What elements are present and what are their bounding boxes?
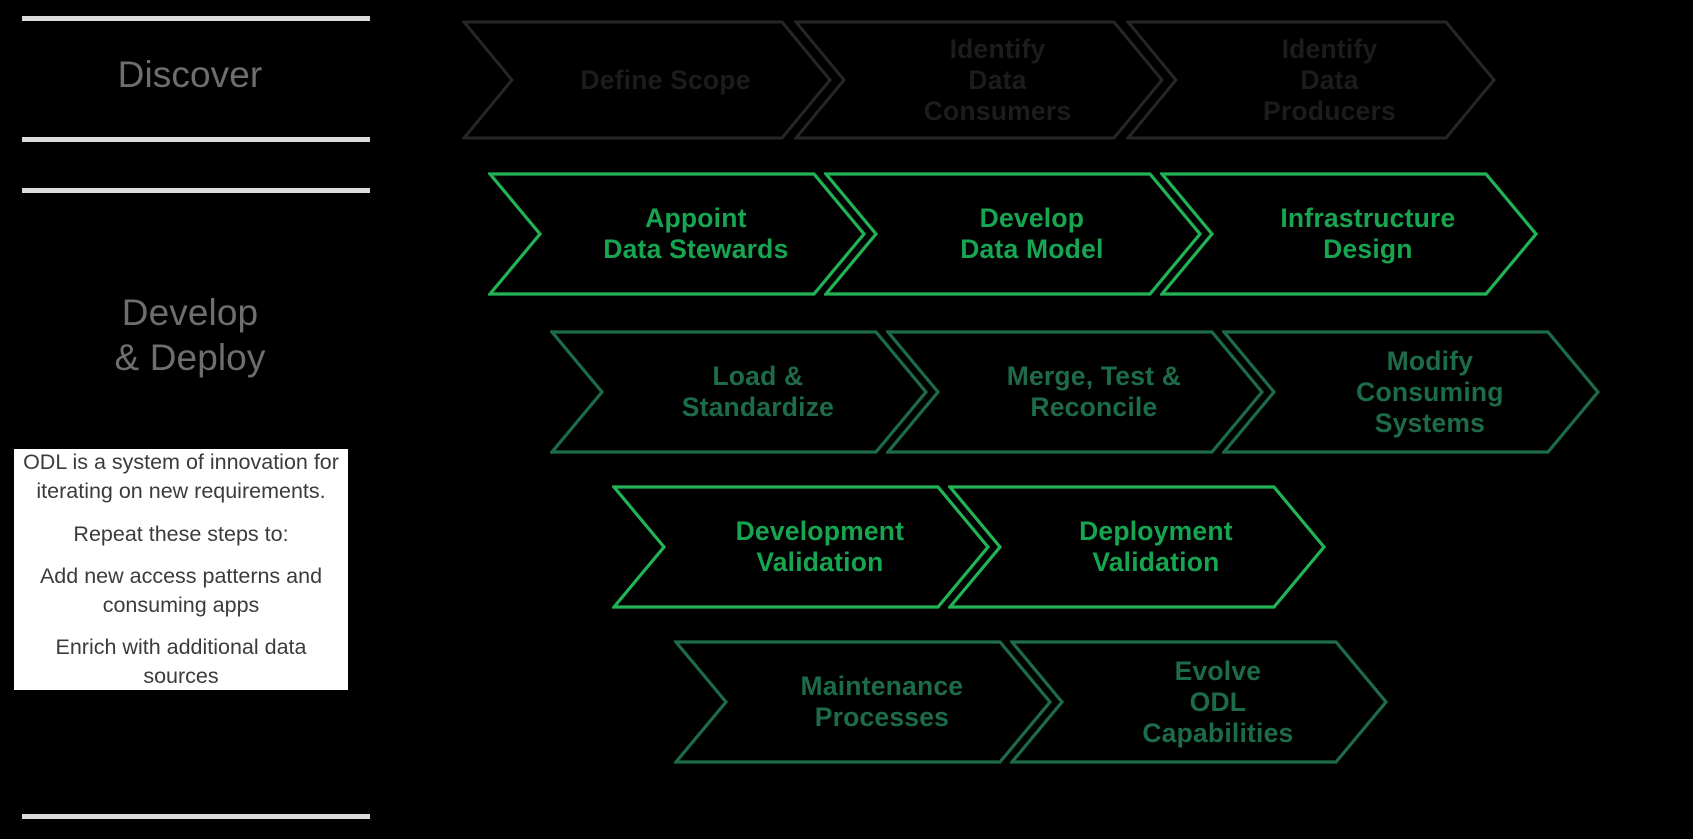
chevron-shape-icon bbox=[462, 20, 832, 140]
flow-row-build-foundation-stages: Appoint Data Stewards Develop Data Model… bbox=[488, 172, 1618, 296]
divider-rule-top bbox=[22, 16, 370, 21]
chevron-shape-icon bbox=[1126, 20, 1496, 140]
phase-label-develop-deploy: Develop & Deploy bbox=[114, 292, 266, 379]
chevron-shape-icon bbox=[1010, 640, 1388, 764]
callout-line-1: ODL is a system of innovation for iterat… bbox=[23, 450, 339, 504]
stage-develop-data-model[interactable]: Develop Data Model bbox=[824, 172, 1202, 296]
stage-label: Appoint Data Stewards bbox=[603, 203, 789, 264]
stage-label: Modify Consuming Systems bbox=[1356, 345, 1504, 438]
chevron-shape-icon bbox=[488, 172, 866, 296]
chevron-shape-icon bbox=[824, 172, 1202, 296]
divider-rule-bottom bbox=[22, 814, 370, 819]
chevron-shape-icon bbox=[1222, 330, 1600, 454]
stage-modify-consuming-systems[interactable]: Modify Consuming Systems bbox=[1222, 330, 1600, 454]
stage-maintenance-processes[interactable]: Maintenance Processes bbox=[674, 640, 1052, 764]
stage-label: Load & Standardize bbox=[681, 361, 835, 422]
stage-infrastructure-design[interactable]: Infrastructure Design bbox=[1160, 172, 1538, 296]
chevron-shape-icon bbox=[886, 330, 1264, 454]
stage-merge-test-reconcile[interactable]: Merge, Test & Reconcile bbox=[886, 330, 1264, 454]
phase-sidebar: Discover Develop & Deploy ODL is a syste… bbox=[0, 0, 380, 839]
stage-label: Infrastructure Design bbox=[1280, 203, 1456, 264]
callout-box: ODL is a system of innovation for iterat… bbox=[14, 449, 348, 690]
flow-row-operate-stages: Maintenance Processes Evolve ODL Capabil… bbox=[674, 640, 1474, 764]
callout-line-3: Add new access patterns and consuming ap… bbox=[39, 564, 323, 617]
callout-line-2: Repeat these steps to: bbox=[73, 521, 289, 546]
stage-label: Identify Data Producers bbox=[1263, 33, 1396, 126]
stage-define-scope[interactable]: Define Scope bbox=[462, 20, 832, 140]
flow-row-validation-stages: Development Validation Deployment Valida… bbox=[612, 485, 1412, 609]
stage-load-and-standardize[interactable]: Load & Standardize bbox=[550, 330, 928, 454]
chevron-shape-icon bbox=[674, 640, 1052, 764]
chevron-shape-icon bbox=[1160, 172, 1538, 296]
chevron-shape-icon bbox=[794, 20, 1164, 140]
chevron-shape-icon bbox=[550, 330, 928, 454]
stage-label: Deployment Validation bbox=[1079, 516, 1233, 577]
stage-label: Development Validation bbox=[735, 516, 905, 577]
stage-deployment-validation[interactable]: Deployment Validation bbox=[948, 485, 1326, 609]
stage-evolve-odl-capabilities[interactable]: Evolve ODL Capabilities bbox=[1010, 640, 1388, 764]
phase-label-discover: Discover bbox=[117, 54, 263, 95]
stage-label: Identify Data Consumers bbox=[923, 33, 1072, 126]
stage-label: Evolve ODL Capabilities bbox=[1142, 655, 1294, 748]
callout-line-4: Enrich with additional data sources bbox=[55, 635, 307, 688]
stage-label: Develop Data Model bbox=[960, 203, 1104, 264]
stage-identify-data-consumers[interactable]: Identify Data Consumers bbox=[794, 20, 1164, 140]
divider-rule-middle-upper bbox=[22, 137, 370, 142]
stage-development-validation[interactable]: Development Validation bbox=[612, 485, 990, 609]
stage-appoint-data-stewards[interactable]: Appoint Data Stewards bbox=[488, 172, 866, 296]
chevron-shape-icon bbox=[948, 485, 1326, 609]
flow-row-integration-stages: Load & Standardize Merge, Test & Reconci… bbox=[550, 330, 1680, 454]
stage-identify-data-producers[interactable]: Identify Data Producers bbox=[1126, 20, 1496, 140]
stage-label: Maintenance Processes bbox=[800, 671, 964, 732]
flow-row-discover-stages: Define Scope Identify Data Consumers Ide… bbox=[462, 20, 1522, 140]
stage-label: Merge, Test & Reconcile bbox=[1006, 361, 1182, 422]
chevron-shape-icon bbox=[612, 485, 990, 609]
divider-rule-middle-lower bbox=[22, 188, 370, 193]
stage-label: Define Scope bbox=[580, 64, 751, 95]
